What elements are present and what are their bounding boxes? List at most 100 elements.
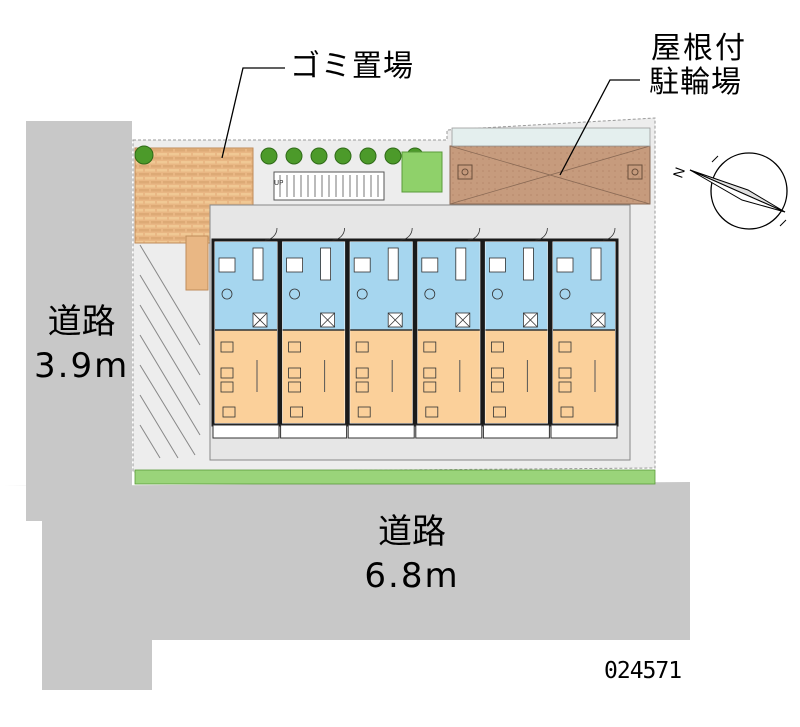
unit-kitchen — [455, 247, 467, 281]
road-bottom-word: 道路 — [378, 512, 446, 552]
unit — [279, 227, 349, 439]
unit-furniture — [288, 367, 302, 379]
unit-furniture — [355, 367, 369, 379]
unit-balcony — [482, 424, 550, 439]
unit-toilet — [353, 257, 371, 273]
road-left — [26, 121, 132, 521]
unit-wet-area — [553, 242, 615, 330]
unit — [481, 227, 551, 439]
unit-kitchen — [320, 247, 332, 281]
unit-furniture — [558, 381, 572, 393]
bike-parking-label-line2: 駐輪場 — [649, 65, 742, 100]
garbage-leader-line — [221, 67, 285, 159]
unit-furniture — [490, 381, 504, 393]
unit-toilet — [488, 257, 506, 273]
unit-room — [215, 330, 277, 423]
unit-room — [417, 330, 480, 423]
unit-washer-x2 — [455, 312, 471, 328]
unit-washer-x2 — [523, 312, 538, 328]
unit-kitchen — [590, 247, 602, 281]
road-left-width: 3.9m — [34, 346, 130, 386]
unit-door — [332, 227, 345, 241]
unit-furniture — [490, 367, 504, 379]
unit-door — [400, 227, 413, 241]
unit-furniture — [355, 381, 369, 393]
unit-furniture — [492, 406, 506, 418]
bike-parking-label-line1: 屋根付 — [651, 31, 747, 66]
unit — [346, 227, 416, 439]
unit-washer-x2 — [590, 312, 606, 328]
unit-furniture — [355, 341, 369, 353]
bike-parking — [449, 127, 651, 205]
unit-room — [553, 330, 615, 423]
unit — [211, 227, 281, 439]
unit-balcony — [280, 424, 348, 439]
planter — [401, 151, 443, 193]
unit-basin — [424, 288, 436, 300]
unit-furniture — [220, 381, 234, 393]
bike-leader-line — [559, 79, 640, 176]
unit-basin — [559, 288, 571, 300]
unit — [414, 227, 484, 439]
unit-washer-x2 — [252, 312, 268, 328]
unit-furniture — [288, 381, 302, 393]
unit-basin — [491, 288, 503, 300]
road-left-word: 道路 — [47, 302, 116, 342]
unit-door — [535, 227, 548, 241]
unit-wet-area — [215, 242, 277, 330]
stair-up-marker: UP — [274, 179, 284, 187]
unit-furniture — [558, 367, 572, 379]
unit-room — [282, 330, 345, 423]
unit-furniture — [558, 341, 572, 353]
property-id: 024571 — [604, 658, 682, 684]
unit-washer-x2 — [320, 312, 335, 328]
trees — [134, 145, 424, 165]
garbage-area-label: ゴミ置場 — [290, 49, 414, 84]
north-arrow-icon — [689, 152, 788, 230]
unit-door — [467, 227, 481, 241]
unit-wet-area — [417, 242, 480, 330]
unit-furniture — [222, 406, 236, 418]
unit-wet-area — [282, 242, 345, 330]
unit — [549, 227, 619, 439]
unit-furniture — [288, 341, 302, 353]
unit-door — [602, 227, 616, 241]
unit-kitchen — [387, 247, 399, 281]
hedge — [134, 469, 656, 485]
unit-washer-x2 — [387, 312, 403, 328]
unit-furniture — [290, 406, 304, 418]
unit-furniture — [220, 341, 234, 353]
unit-furniture — [357, 406, 371, 418]
unit-door — [264, 227, 278, 241]
unit-furniture — [560, 406, 574, 418]
unit-room — [350, 330, 413, 423]
road-left-label: 道路 3.9m — [34, 305, 129, 383]
unit-kitchen — [252, 247, 264, 281]
unit-toilet — [286, 257, 304, 273]
unit-furniture — [490, 341, 504, 353]
unit-balcony — [415, 424, 483, 439]
unit-balcony — [550, 424, 618, 439]
unit-room — [485, 330, 548, 423]
unit-furniture — [423, 341, 437, 353]
unit-wet-area — [485, 242, 548, 330]
unit-balcony — [347, 424, 415, 439]
road-bottom-label: 道路 6.8m — [352, 515, 472, 593]
unit-furniture — [423, 367, 437, 379]
unit-basin — [289, 288, 301, 300]
stair-treads — [279, 175, 379, 197]
unit-balcony — [212, 424, 280, 439]
north-letter: N — [669, 165, 687, 180]
unit-toilet — [421, 257, 439, 273]
parking-stripes — [139, 244, 201, 459]
unit-toilet — [218, 257, 236, 273]
unit-kitchen — [523, 247, 534, 281]
road-bottom — [2, 482, 690, 690]
unit-furniture — [423, 381, 437, 393]
road-bottom-width: 6.8m — [364, 556, 460, 596]
unit-toilet — [556, 257, 574, 273]
bike-parking-label: 屋根付 駐輪場 — [649, 31, 781, 100]
units — [211, 227, 619, 439]
unit-basin — [221, 288, 233, 300]
